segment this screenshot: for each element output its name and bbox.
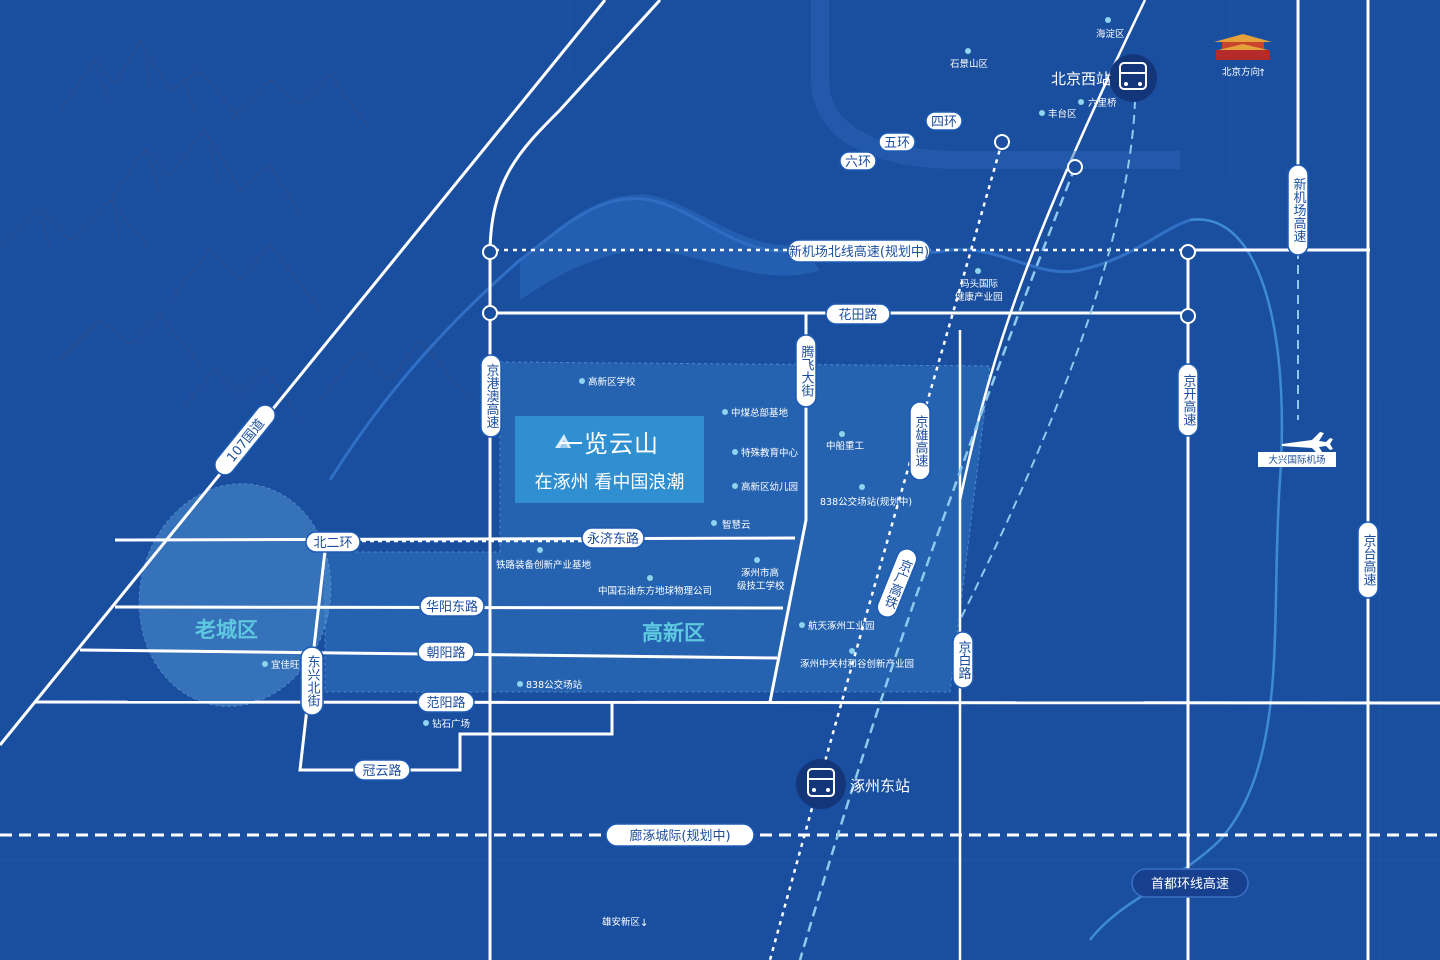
poi-gaoxin-kinder: 高新区幼儿园	[741, 481, 798, 493]
road-label-fanyang: 范阳路	[417, 691, 475, 713]
station-beijing-west: 北京西站	[1051, 70, 1111, 88]
station-zhuozhou-east: 涿州东站	[850, 777, 910, 795]
svg-text:新机场北线高速(规划中): 新机场北线高速(规划中)	[789, 244, 929, 260]
poi-zhongmei: 中煤总部基地	[731, 407, 789, 419]
junction-markers	[482, 134, 1196, 324]
svg-text:华阳东路: 华阳东路	[426, 599, 478, 615]
poi-markers	[262, 17, 1111, 726]
poi-gaoxin-school: 高新区学校	[588, 376, 636, 388]
road-label-ring6: 六环	[839, 151, 877, 171]
river-area	[520, 194, 820, 300]
road-label-dongxing: 东兴北街	[300, 646, 324, 716]
road-label-yongji: 永济东路	[581, 527, 645, 549]
road-label-jingbai: 京白路	[952, 631, 974, 689]
road-label-capital-ring: 首都环线高速	[1131, 868, 1249, 898]
mountain-decoration	[0, 38, 471, 421]
road-label-langzhuo: 廊涿城际(规划中)	[605, 823, 755, 847]
airplane-icon	[1282, 432, 1333, 456]
road-label-ring4: 四环	[925, 111, 963, 131]
svg-text:范阳路: 范阳路	[426, 695, 465, 711]
svg-text:东兴北街: 东兴北街	[305, 655, 321, 707]
poi-jigong: 涿州市高	[741, 567, 779, 579]
arrow-down-icon: ↓	[640, 918, 648, 929]
svg-text:腾飞大街: 腾飞大街	[799, 344, 815, 397]
road-label-jingkai: 京开高速	[1177, 363, 1199, 437]
svg-text:冠云路: 冠云路	[362, 763, 401, 779]
poi-matou-2: 健康产业园	[955, 291, 1003, 303]
district-old-city: 老城区	[195, 618, 258, 642]
road-label-jingxiong: 京雄高速	[909, 401, 931, 481]
planned-routes	[0, 99, 1440, 960]
district-high-tech: 高新区	[642, 621, 705, 645]
svg-text:京港澳高速: 京港澳高速	[484, 364, 500, 429]
svg-text:永济东路: 永济东路	[587, 531, 639, 547]
svg-text:四环: 四环	[931, 115, 957, 130]
project-brand-panel: 一览云山 在涿州 看中国浪潮	[515, 416, 704, 503]
svg-text:京白路: 京白路	[956, 641, 972, 680]
svg-text:朝阳路: 朝阳路	[426, 645, 465, 661]
road-label-ring5: 五环	[878, 132, 916, 152]
road-label-guanyun: 冠云路	[353, 759, 411, 781]
svg-text:京台高速: 京台高速	[1361, 534, 1377, 586]
road-label-huayang: 华阳东路	[419, 595, 485, 617]
poi-bus838-plan: 838公交场站(规划中)	[820, 496, 912, 508]
poi-hangtian: 航天涿州工业园	[808, 620, 875, 632]
poi-shijingshan: 石景山区	[950, 59, 989, 70]
svg-text:廊涿城际(规划中): 廊涿城际(规划中)	[629, 828, 730, 844]
poi-tielu: 铁路装备创新产业基地	[496, 559, 592, 571]
brand-logo-icon	[555, 434, 571, 448]
svg-text:花田路: 花田路	[838, 307, 877, 323]
svg-text:首都环线高速: 首都环线高速	[1151, 876, 1229, 892]
svg-text:京雄高速: 京雄高速	[913, 415, 929, 467]
svg-text:五环: 五环	[884, 136, 910, 151]
road-label-new-airport-north: 新机场北线高速(规划中)	[787, 239, 931, 263]
project-slogan: 在涿州 看中国浪潮	[534, 472, 685, 493]
station-icon	[796, 759, 846, 809]
poi-beijing-direction: 北京方向	[1222, 66, 1260, 78]
svg-text:北二环: 北二环	[313, 536, 352, 551]
road-label-new-airport-exp: 新机场高速	[1287, 164, 1309, 256]
road-label-beierhuan: 北二环	[305, 531, 361, 553]
road-label-huatian: 花田路	[825, 303, 891, 325]
poi-zuanshi: 钻石广场	[432, 718, 470, 730]
poi-yijiawang: 宜佳旺	[271, 659, 300, 671]
tiananmen-icon	[1214, 34, 1272, 60]
poi-daxing-airport-tag: 大兴国际机场	[1258, 452, 1336, 467]
project-brand-name: 一览云山	[559, 430, 659, 458]
poi-cnpc: 中国石油东方地球物理公司	[598, 585, 712, 597]
poi-zhihuiyun: 智慧云	[722, 519, 751, 531]
station-icon	[1109, 54, 1157, 102]
poi-zhongchuan: 中船重工	[826, 440, 865, 452]
poi-fengtai: 丰台区	[1048, 108, 1077, 120]
poi-xiongan: 雄安新区	[602, 916, 641, 928]
svg-text:大兴国际机场: 大兴国际机场	[1268, 454, 1325, 466]
poi-matou: 码头国际	[960, 278, 999, 290]
poi-jigong-2: 级技工学校	[737, 580, 785, 592]
road-label-chaoyang: 朝阳路	[417, 641, 475, 663]
road-label-jingtai: 京台高速	[1357, 521, 1379, 599]
ring-roads	[811, 0, 1180, 169]
svg-text:六环: 六环	[845, 155, 871, 170]
poi-liuliqiao: 六里桥	[1088, 97, 1117, 109]
road-label-tengfei: 腾飞大街	[795, 334, 817, 408]
poi-tesu: 特殊教育中心	[741, 447, 799, 459]
svg-text:京开高速: 京开高速	[1181, 374, 1197, 426]
road-label-gangao: 京港澳高速	[480, 354, 502, 438]
poi-bus838: 838公交场站	[526, 679, 583, 691]
svg-text:新机场高速: 新机场高速	[1291, 177, 1307, 243]
poi-haidian: 海淀区	[1096, 28, 1125, 40]
poi-zhongguancun: 涿州中关村和谷创新产业园	[800, 658, 914, 670]
arrow-up-icon: ↑	[1258, 68, 1266, 79]
